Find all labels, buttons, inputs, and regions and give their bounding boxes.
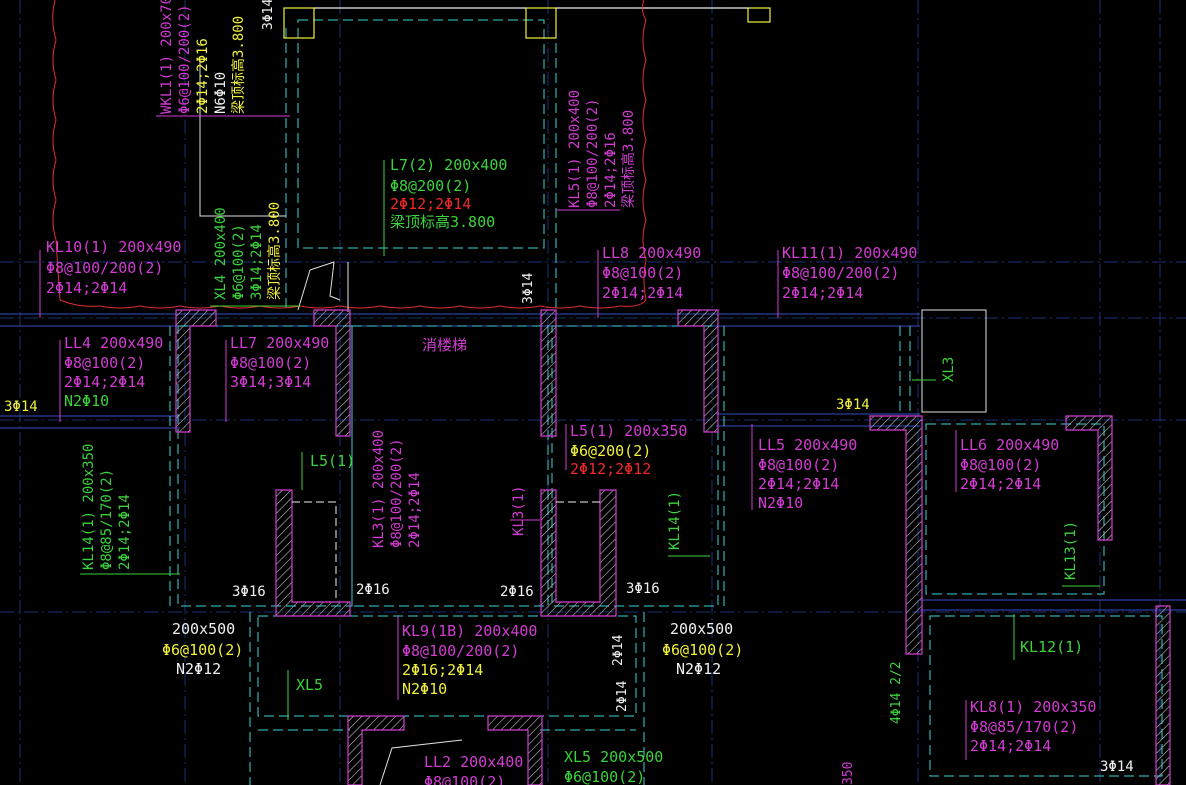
wkl1-stirrup-label: Φ6@100/200(2) — [177, 4, 193, 114]
mid-3-14-label: 3Φ14 — [521, 272, 536, 304]
size-350-label: 350 — [841, 761, 856, 785]
mid-200-size-label: 200x500 — [670, 620, 734, 638]
leader-lines — [39, 115, 1100, 760]
kl3a-name-label: KL3(1) 200x400 — [371, 429, 387, 548]
ll4-name-label: LL4 200x490 — [64, 334, 164, 352]
ll7-bars-label: 3Φ14;3Φ14 — [230, 373, 312, 391]
kl5-bars-label: 2Φ14;2Φ16 — [603, 132, 619, 208]
kl8-bars-label: 2Φ14;2Φ14 — [970, 737, 1052, 755]
ll4-n-label: N2Φ10 — [64, 392, 110, 410]
kl8-stirrup-label: Φ8@85/170(2) — [970, 718, 1079, 736]
kl11-bars-label: 2Φ14;2Φ14 — [782, 284, 864, 302]
kl14a-stirrup-label: Φ8@85/170(2) — [99, 468, 115, 570]
l7-bars-label: 2Φ12;2Φ14 — [390, 195, 472, 213]
l5-name-label: L5(1) 200x350 — [570, 422, 688, 440]
wkl1-bars-label: 2Φ14;2Φ16 — [195, 38, 211, 114]
hatched-walls — [175, 309, 1171, 785]
kl11-stirrup-label: Φ8@100/200(2) — [782, 264, 900, 282]
xl4-bars-label: 3Φ14;2Φ14 — [249, 224, 265, 300]
ll8-bars-label: 2Φ14;2Φ14 — [602, 284, 684, 302]
kl9-bars-label: 2Φ16;2Φ14 — [402, 661, 484, 679]
ll5-bars-label: 2Φ14;2Φ14 — [758, 475, 840, 493]
xl4-name-label: XL4 200x400 — [213, 207, 229, 300]
left-200-size-label: 200x500 — [172, 620, 236, 638]
bar-2-14-b-label: 2Φ14 — [615, 680, 630, 712]
kl9-n-label: N2Φ10 — [402, 680, 448, 698]
ll2-name-label: LL2 200x400 — [424, 753, 524, 771]
l5-stirrup-label: Φ6@200(2) — [570, 442, 652, 460]
ll5-n-label: N2Φ10 — [758, 494, 804, 512]
kl5-elevation-label: 梁顶标高3.800 — [621, 109, 637, 208]
l5-short-label: L5(1) — [310, 452, 356, 470]
kl10-bars-label: 2Φ14;2Φ14 — [46, 279, 128, 297]
kl3b-label: KL3(1) — [511, 485, 527, 536]
bar-3-16-b-label: 3Φ16 — [626, 581, 660, 597]
white-linework — [199, 60, 987, 785]
kl5-name-label: KL5(1) 200x400 — [567, 89, 583, 208]
l7-stirrup-label: Φ8@200(2) — [390, 177, 472, 195]
wall-inner-lines — [292, 501, 600, 602]
stair-label: 消楼梯 — [422, 336, 468, 354]
kl11-name-label: KL11(1) 200x490 — [782, 244, 918, 262]
revision-cloud — [52, 0, 647, 309]
kl9-stirrup-label: Φ8@100/200(2) — [402, 642, 520, 660]
top-3-14-label: 3Φ14 — [261, 0, 276, 30]
kl5-stirrup-label: Φ8@100/200(2) — [585, 98, 601, 208]
kl14a-name-label: KL14(1) 200x350 — [81, 443, 97, 570]
kl10-name-label: KL10(1) 200x490 — [46, 238, 182, 256]
ll5-stirrup-label: Φ8@100(2) — [758, 456, 840, 474]
kl3a-bars-label: 2Φ14;2Φ14 — [407, 472, 423, 548]
kl12-label: KL12(1) — [1020, 638, 1084, 656]
bar-2-16-a-label: 2Φ16 — [356, 582, 390, 598]
bar-3-14-left-label: 3Φ14 — [4, 399, 38, 415]
wkl1-n-label: N6Φ10 — [213, 71, 229, 114]
kl9-name-label: KL9(1B) 200x400 — [402, 622, 538, 640]
top-columns — [283, 7, 771, 39]
mid-200-n-label: N2Φ12 — [676, 660, 722, 678]
left-200-stirrup-label: Φ6@100(2) — [162, 641, 244, 659]
ll4-bars-label: 2Φ14;2Φ14 — [64, 373, 146, 391]
l7-name-label: L7(2) 200x400 — [390, 156, 508, 174]
bar-2-16-b-label: 2Φ16 — [500, 584, 534, 600]
kl14a-bars-label: 2Φ14;2Φ14 — [117, 494, 133, 570]
xl3-label: XL3 — [941, 356, 957, 382]
kl14b-label: KL14(1) — [667, 490, 683, 550]
bar-3-14-mid-label: 3Φ14 — [836, 397, 870, 413]
kl8-name-label: KL8(1) 200x350 — [970, 698, 1097, 716]
xl5-bottom-name-label: XL5 200x500 — [564, 748, 664, 766]
wkl1-name-label: WKL1(1) 200x700 — [159, 0, 175, 114]
ll6-bars-label: 2Φ14;2Φ14 — [960, 475, 1042, 493]
ll6-name-label: LL6 200x490 — [960, 436, 1060, 454]
bar-3-14-bottom-right-label: 3Φ14 — [1100, 759, 1134, 775]
ll6-stirrup-label: Φ8@100(2) — [960, 456, 1042, 474]
bar-2-14-a-label: 2Φ14 — [611, 634, 626, 666]
kl3a-stirrup-label: Φ8@100/200(2) — [389, 438, 405, 548]
l7-elevation-label: 梁顶标高3.800 — [390, 213, 496, 231]
ll8-name-label: LL8 200x490 — [602, 244, 702, 262]
kl13-label: KL13(1) — [1063, 520, 1079, 580]
left-200-n-label: N2Φ12 — [176, 660, 222, 678]
kl10-stirrup-label: Φ8@100/200(2) — [46, 259, 164, 277]
bar-3-16-a-label: 3Φ16 — [232, 584, 266, 600]
ll7-stirrup-label: Φ8@100(2) — [230, 354, 312, 372]
mid-200-stirrup-label: Φ6@100(2) — [662, 641, 744, 659]
xl4-elevation-label: 梁顶标高3.800 — [267, 201, 283, 300]
l5-bars-label: 2Φ12;2Φ12 — [570, 460, 652, 478]
ll5-name-label: LL5 200x490 — [758, 436, 858, 454]
ll8-stirrup-label: Φ8@100(2) — [602, 264, 684, 282]
dashed-outlines — [169, 19, 1163, 785]
ll4-stirrup-label: Φ8@100(2) — [64, 354, 146, 372]
ll7-name-label: LL7 200x490 — [230, 334, 330, 352]
xl5-label: XL5 — [296, 676, 324, 694]
xl5-bottom-stirrup-label: Φ6@100(2) — [564, 768, 646, 785]
wkl1-elevation-label: 梁顶标高3.800 — [231, 15, 247, 114]
bar-4-14-label: 4Φ14 2/2 — [889, 661, 904, 724]
ll2-stirrup-label: Φ8@100(2) — [424, 773, 506, 785]
xl4-stirrup-label: Φ6@100(2) — [231, 224, 247, 300]
